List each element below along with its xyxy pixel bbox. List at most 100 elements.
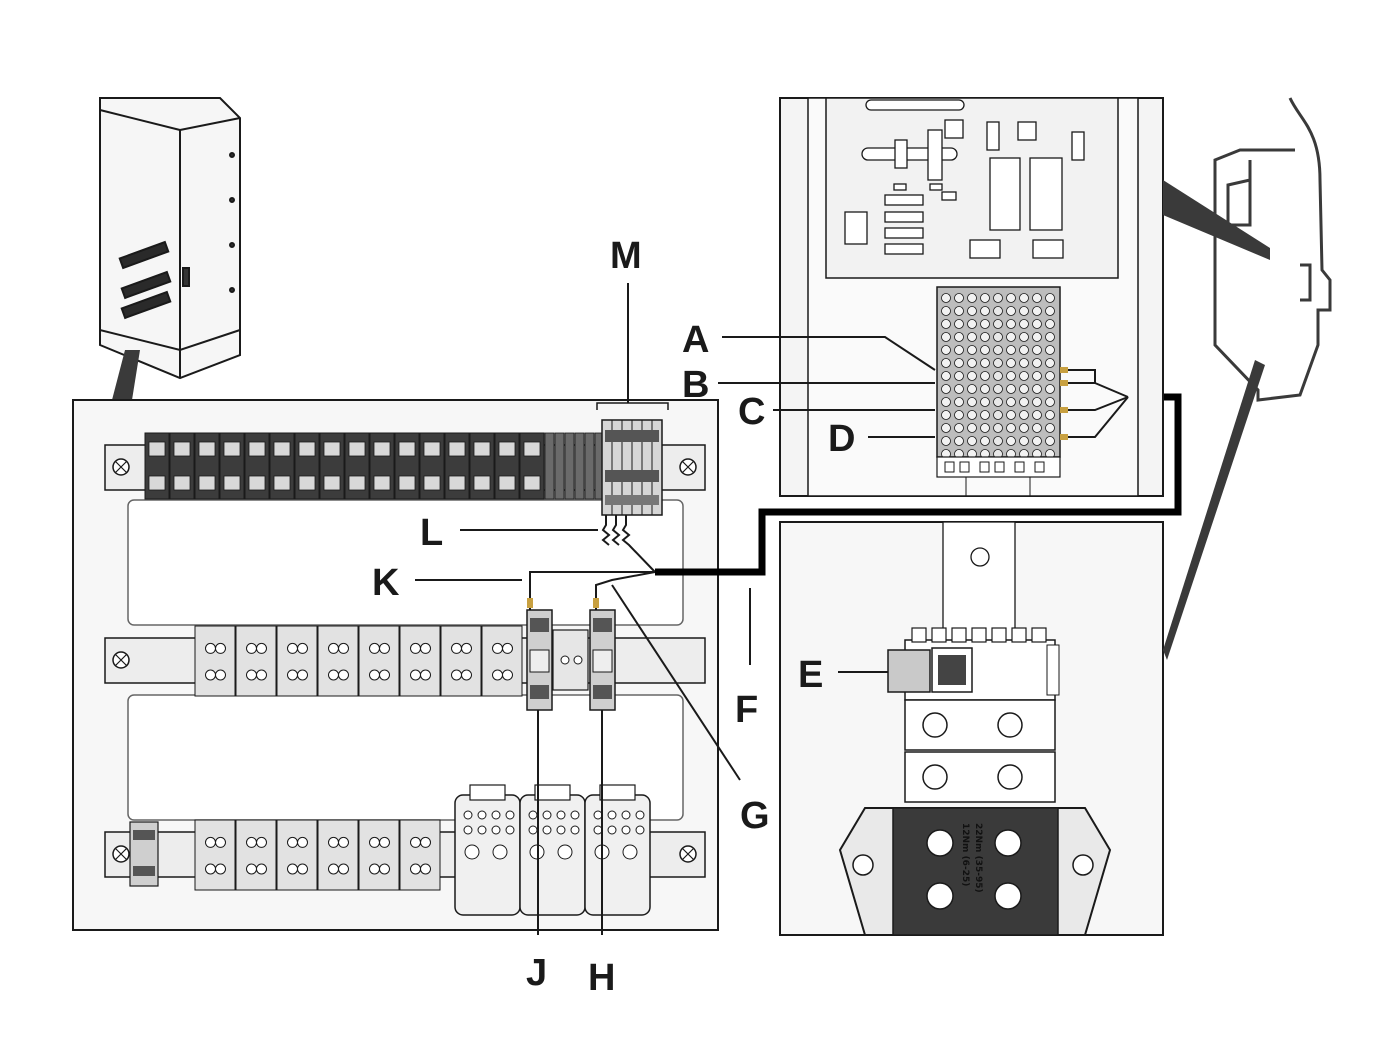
terminal-group-m: [596, 402, 669, 516]
callout-h: H: [588, 957, 615, 999]
torque-label-2: 22Nm (35-95): [973, 823, 983, 893]
terminal-block: [494, 432, 520, 500]
screw-terminal: [954, 345, 964, 355]
terminal-block: [317, 819, 359, 891]
screw-terminal: [1019, 293, 1029, 303]
terminal-j: [526, 609, 553, 711]
callout-f: F: [735, 689, 758, 731]
terminal-block: [194, 432, 220, 500]
screw-terminal: [1032, 436, 1042, 446]
screw-terminal: [967, 384, 977, 394]
screw-terminal: [1045, 332, 1055, 342]
screw-terminal: [1006, 436, 1016, 446]
screw-terminal: [993, 345, 1003, 355]
terminal-slice: [584, 432, 595, 500]
screw-terminal: [1045, 358, 1055, 368]
terminal-block: [469, 432, 495, 500]
terminal-block: [269, 432, 295, 500]
screw-terminal: [993, 358, 1003, 368]
terminal-block: [399, 625, 441, 697]
screw-terminal: [967, 306, 977, 316]
wire-g: [595, 571, 656, 610]
screw-terminal: [954, 410, 964, 420]
screw-terminal: [1006, 384, 1016, 394]
screw-terminal: [941, 332, 951, 342]
screw-terminal: [1006, 410, 1016, 420]
callout-k: K: [372, 562, 400, 604]
screw-terminal: [993, 423, 1003, 433]
screw-terminal: [1045, 397, 1055, 407]
screw-terminal: [941, 371, 951, 381]
callout-c: C: [738, 391, 765, 433]
screw-terminal: [980, 306, 990, 316]
screw-terminal: [967, 332, 977, 342]
screw-terminal: [1006, 332, 1016, 342]
screw-terminal: [967, 436, 977, 446]
terminal-block: [358, 625, 400, 697]
screw-terminal: [941, 358, 951, 368]
screw-terminal: [954, 293, 964, 303]
screw-terminal: [1019, 371, 1029, 381]
callout-g: G: [740, 795, 770, 837]
screw-terminal: [980, 397, 990, 407]
screw-terminal: [1019, 410, 1029, 420]
screw-terminal: [941, 384, 951, 394]
screw-terminal: [1045, 345, 1055, 355]
screw-terminal: [1032, 423, 1042, 433]
screw-terminal: [980, 332, 990, 342]
screw-terminal: [1045, 423, 1055, 433]
terminal-block: [481, 625, 523, 697]
screw-terminal: [993, 306, 1003, 316]
screw-terminal: [980, 358, 990, 368]
screw-terminal: [1032, 293, 1042, 303]
screw-terminal: [941, 319, 951, 329]
terminal-block: [419, 432, 445, 500]
screw-terminal: [1019, 423, 1029, 433]
screw-terminal: [1019, 332, 1029, 342]
screw-terminal: [1045, 371, 1055, 381]
screw-terminal: [941, 293, 951, 303]
screw-terminal: [1006, 423, 1016, 433]
screw-terminal: [1045, 319, 1055, 329]
screw-terminal: [980, 436, 990, 446]
terminal-block: [235, 625, 277, 697]
screw-terminal: [1032, 319, 1042, 329]
terminal-block: [319, 432, 345, 500]
screw-terminal: [1006, 293, 1016, 303]
screw-terminal: [941, 397, 951, 407]
distribution-block: [454, 784, 521, 916]
screw-terminal: [980, 371, 990, 381]
terminal-block: [235, 819, 277, 891]
screw-terminal: [993, 332, 1003, 342]
screw-terminal: [1006, 358, 1016, 368]
terminal-block: [519, 432, 545, 500]
screw-terminal: [967, 345, 977, 355]
terminal-small-bottom-left: [129, 821, 159, 887]
callout-a: A: [682, 319, 709, 361]
distribution-block: [519, 784, 586, 916]
screw-terminal: [967, 293, 977, 303]
screw-terminal: [1032, 371, 1042, 381]
screw-terminal: [941, 306, 951, 316]
screw-terminal: [980, 410, 990, 420]
callout-d: D: [828, 418, 855, 460]
screw-terminal: [954, 384, 964, 394]
screw-terminal: [954, 423, 964, 433]
screw-terminal: [954, 358, 964, 368]
callout-l: L: [420, 512, 443, 554]
terminal-block: [444, 432, 470, 500]
terminal-block: [358, 819, 400, 891]
zoom-projection-left: [112, 350, 140, 400]
screw-terminal: [980, 384, 990, 394]
screw-terminal: [1019, 345, 1029, 355]
terminal-spacer: [552, 629, 589, 691]
screw-terminal: [967, 410, 977, 420]
terminal-block: [219, 432, 245, 500]
screw-terminal: [993, 384, 1003, 394]
terminal-slice: [564, 432, 575, 500]
wire-k: [529, 571, 655, 610]
terminal-block: [276, 625, 318, 697]
signal-wires-abcd: [1066, 369, 1129, 438]
enclosure-detail-top: [779, 97, 1164, 497]
screw-terminal: [993, 397, 1003, 407]
